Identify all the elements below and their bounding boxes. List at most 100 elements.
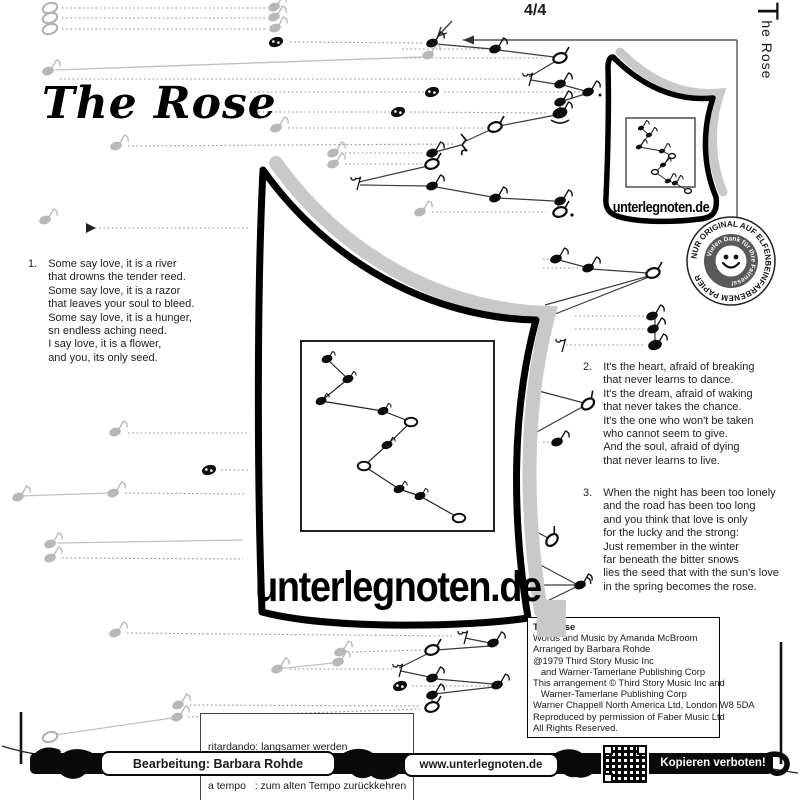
vertical-page-title: The Rose [750,2,784,79]
verse-line: for the lucky and the strong: [603,527,739,540]
note-g8 [42,59,61,76]
note-e8 [426,683,445,700]
tempo-line-ritardando: ritardando: langsamer werden [208,741,348,753]
verse-number: 2. [583,361,593,373]
note-q [648,333,668,351]
note-gopen [41,730,59,744]
copyright-line: All Rights Reserved. [533,721,618,733]
segno-arrow-icon [86,223,96,233]
note-e8 [582,256,601,273]
vertical-title-rest: he Rose [759,20,775,80]
quarter-rest-icon [460,133,468,156]
note-g8 [327,141,346,158]
note-e8d [582,80,602,97]
note-e8 [554,189,573,206]
note-g8 [334,640,353,657]
verse-line: It's the dream, afraid of waking [603,387,753,400]
big-logo-shadow [269,156,559,618]
big-logo-wordmark: unterlegnoten.de [255,562,542,611]
note-g8 [39,208,58,225]
big-logo-zigzag-notes-icon [315,350,467,524]
verse-line: I say love, it is a flower, [48,338,162,351]
note-g8 [172,693,191,710]
note-gopen [41,22,59,36]
verse-line: that never takes the chance. [603,401,742,414]
big-logo-inner-box [300,340,495,532]
website-text: www.unterlegnoten.de [419,759,543,771]
editor-text: Bearbeitung: Barbara Rohde [132,756,304,771]
note-half [545,525,559,548]
verse-line: that never learns to live. [603,454,720,467]
page-title: The Rose [42,78,277,129]
logo-shadow-tail [537,600,566,637]
copyright-line: and Warner-Tamerlane Publishing Corp [533,665,706,677]
verse-line: lies the seed that with the sun's love [603,567,779,580]
small-watermark-logo: unterlegnoten.de [603,47,728,225]
verse-line: in the spring becomes the rose. [603,580,757,593]
eighth-rest-icon [392,663,404,678]
note-e8 [426,666,445,683]
note-e8 [426,141,445,158]
note-half [487,115,505,133]
note-g8 [12,485,31,502]
qr-finder-icon [603,745,613,755]
note-halfd [552,200,574,218]
note-g8 [109,621,128,638]
verse-line: Some say love, it is a river [48,258,177,270]
note-dhalf [424,86,440,98]
note-tie [550,101,573,124]
note-g8 [44,546,63,563]
verse-line: It's the heart, afraid of breaking [603,361,755,373]
eighth-rest-icon [522,72,534,87]
verse-line: who cannot seem to give. [603,428,728,441]
note-e8 [426,31,445,48]
note-e8 [551,430,570,447]
copyright-line: @1979 Third Story Music Inc [533,654,654,666]
big-watermark-logo: unterlegnoten.de [254,156,559,629]
verse-number: 1. [28,258,38,270]
note-e8 [550,247,569,264]
footer-website-label: www.unterlegnoten.de [403,753,559,777]
copyright-line: Arranged by Barbara Rohde [533,643,651,655]
note-half [645,261,663,279]
note-dhalf [201,464,217,476]
smiley-icon [721,254,741,269]
note-g8 [107,481,126,498]
footer-swirl-ornaments [31,747,790,780]
note-g8 [171,705,190,722]
verse-line: Some say love, it is a razor [48,284,181,297]
note-e8 [489,37,508,54]
copyright-line: Warner-Tamerlane Publishing Corp [533,688,687,700]
copyright-box: The RoseWords and Music by Amanda McBroo… [527,617,755,739]
note-g8 [110,134,129,151]
note-g8 [270,116,289,133]
verse-line: and you, its only seed. [48,351,158,364]
note-e8 [489,186,508,203]
note-g8 [327,152,346,169]
note-g8 [268,0,287,12]
eighth-rest-icon [457,630,469,645]
note-g8 [44,532,63,549]
verse-line: that never learns to dance. [603,374,734,387]
verse-line: and you think that love is only [603,513,748,526]
note-e8 [487,631,506,648]
qr-code [601,743,649,785]
qr-finder-icon [637,745,647,755]
small-logo-shadow [615,47,728,197]
verse-line: Just remember in the winter [603,540,739,553]
note-e8 [646,304,665,321]
verse-line: that leaves your soul to bleed. [48,298,195,311]
note-gopen [41,11,59,25]
stamp-smiley-face [715,245,747,277]
verse-number: 3. [583,487,593,499]
note-e16 [574,573,593,590]
time-signature: 4/4 [524,2,547,19]
